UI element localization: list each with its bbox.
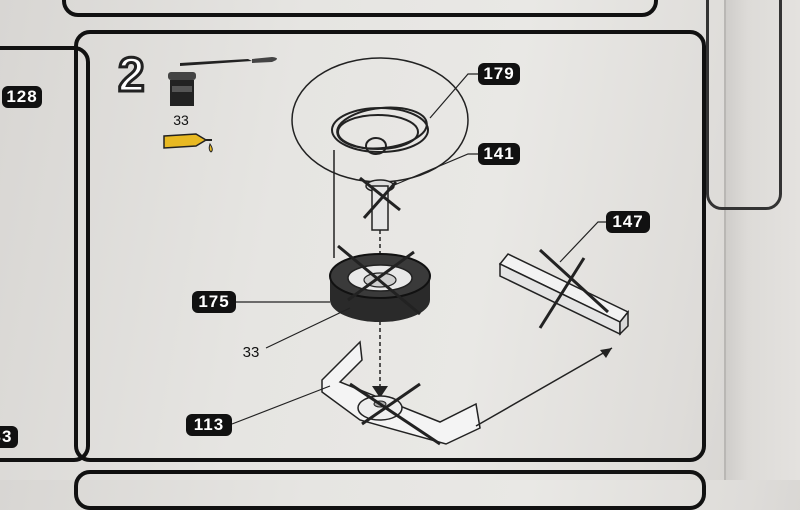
callout-part-128: 128 bbox=[2, 86, 42, 108]
part-179-sprue-ring bbox=[331, 106, 429, 155]
step-number: 2 bbox=[117, 49, 147, 102]
callout-part-113: 113 bbox=[186, 414, 232, 436]
paint-pot-icon bbox=[168, 72, 196, 106]
callout-part-147: 147 bbox=[606, 211, 650, 233]
adjacent-page-panel bbox=[706, 0, 782, 210]
paint-code-label: 33 bbox=[173, 112, 189, 128]
previous-step-panel bbox=[62, 0, 658, 17]
callout-part-175: 175 bbox=[192, 291, 236, 313]
detail-circle bbox=[291, 57, 469, 183]
part-113-base bbox=[321, 340, 481, 446]
part-175-wheel bbox=[329, 244, 431, 322]
callout-part-141: 141 bbox=[478, 143, 520, 165]
step-2-panel bbox=[74, 30, 706, 462]
callout-part-179: 179 bbox=[478, 63, 520, 85]
callout-part-33-cut: 33 bbox=[0, 426, 18, 448]
adjacent-page-edge bbox=[724, 0, 800, 480]
part-147-bracket bbox=[498, 248, 630, 336]
tire-paint-code: 33 bbox=[242, 344, 260, 361]
assembly-diagram bbox=[163, 57, 630, 446]
paintbrush-icon bbox=[180, 57, 277, 66]
left-step-panel bbox=[0, 46, 90, 462]
glue-tube-icon bbox=[163, 133, 213, 153]
